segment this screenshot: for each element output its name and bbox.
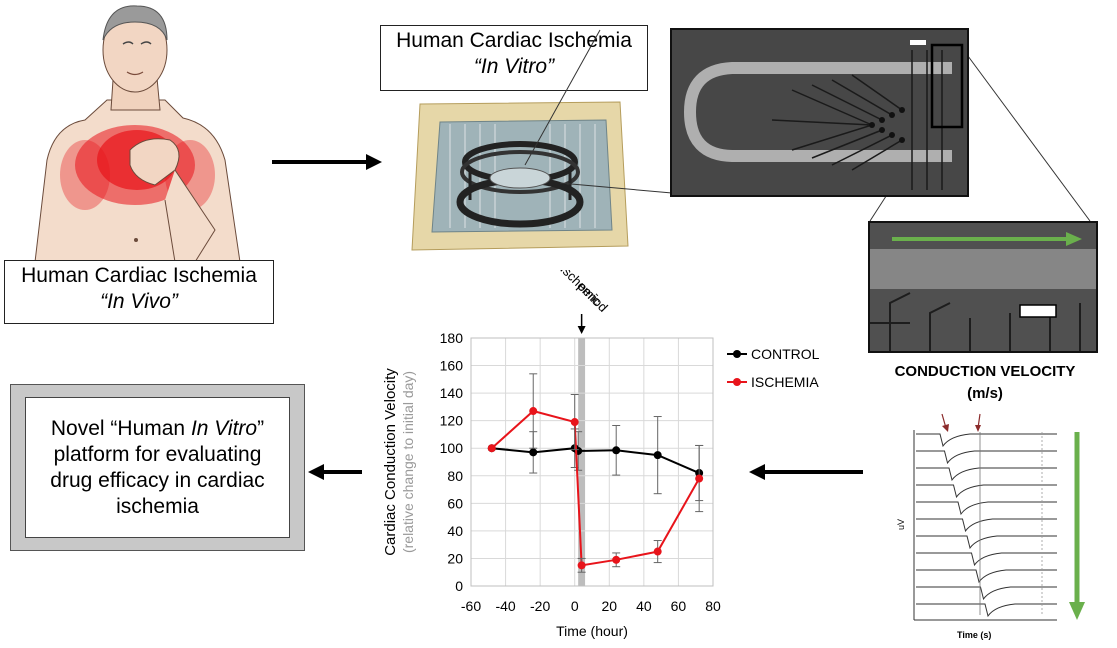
arrow-down-icon <box>941 413 949 432</box>
trace-line <box>916 450 1057 465</box>
arrow-down-icon <box>975 413 981 432</box>
data-point-ischemia <box>570 418 579 427</box>
arrow-right-icon <box>272 154 382 170</box>
annotation-line2: period <box>575 279 611 315</box>
ytick-label: 40 <box>447 523 463 539</box>
in-vitro-subtitle: “In Vitro” <box>473 55 555 78</box>
ytick-label: 120 <box>440 413 464 429</box>
xtick-label: 20 <box>601 598 617 614</box>
trace-ylabel: uV <box>896 519 906 530</box>
ytick-label: 80 <box>447 468 463 484</box>
legend-label-ischemia: ISCHEMIA <box>751 374 819 390</box>
novel-platform-text: Novel “Human In Vitro” platform for eval… <box>25 397 290 538</box>
trace-line <box>916 586 1057 601</box>
legend-marker-ischemia <box>733 378 741 386</box>
legend-label-control: CONTROL <box>751 346 820 362</box>
data-point-ischemia <box>577 561 586 570</box>
novel-platform-box: Novel “Human In Vitro” platform for eval… <box>10 384 305 551</box>
novel-line1-italic: In Vitro <box>190 416 258 440</box>
mea-chip-illustration <box>411 101 629 251</box>
data-point-ischemia <box>653 547 662 556</box>
xtick-label: 0 <box>571 598 579 614</box>
xtick-label: 60 <box>671 598 687 614</box>
trace-line <box>916 552 1057 567</box>
data-point-ischemia <box>612 555 621 564</box>
in-vivo-title: Human Cardiac Ischemia <box>21 264 257 287</box>
electrode-trace-panel: uV Time (s) <box>896 413 1085 640</box>
data-point-ischemia <box>487 444 496 453</box>
ytick-label: 100 <box>440 440 464 456</box>
in-vitro-title: Human Cardiac Ischemia <box>396 29 632 52</box>
conduction-velocity-unit: (m/s) <box>967 385 1003 402</box>
legend-marker-control <box>733 350 741 358</box>
ytick-label: 160 <box>440 358 464 374</box>
novel-line2: platform for evaluating <box>53 442 262 466</box>
data-point-control <box>529 448 538 457</box>
in-vivo-label-box: Human Cardiac Ischemia “In Vivo” <box>4 260 274 324</box>
trace-line <box>916 501 1057 516</box>
trace-line <box>916 484 1057 499</box>
microscopy-image-conduction <box>868 221 1098 353</box>
ytick-label: 0 <box>455 578 463 594</box>
novel-line4: ischemia <box>116 494 199 518</box>
xtick-label: 80 <box>705 598 721 614</box>
annotation-arrow-head <box>577 326 586 334</box>
green-down-arrow-icon <box>1069 432 1085 620</box>
trace-xlabel: Time (s) <box>957 630 991 640</box>
in-vitro-label-box: Human Cardiac Ischemia “In Vitro” <box>380 25 648 91</box>
trace-line <box>916 603 1057 618</box>
trace-line <box>916 433 1057 448</box>
xtick-label: 40 <box>636 598 652 614</box>
in-vivo-subtitle: “In Vivo” <box>100 290 178 313</box>
novel-line1-post: ” <box>257 416 265 440</box>
novel-line1-pre: Novel “Human <box>50 416 191 440</box>
xtick-label: -40 <box>495 598 515 614</box>
conduction-velocity-label: CONDUCTION VELOCITY <box>894 363 1076 380</box>
trace-line <box>916 518 1057 533</box>
human-torso-illustration <box>34 5 241 262</box>
series-line-ischemia <box>491 409 701 567</box>
y-axis-label: Cardiac Conduction Velocity <box>382 368 399 556</box>
xtick-label: -20 <box>530 598 550 614</box>
ytick-label: 20 <box>447 550 463 566</box>
conduction-velocity-title: CONDUCTION VELOCITY (m/s) <box>860 361 1110 405</box>
novel-line3: drug efficacy in cardiac <box>50 468 265 492</box>
arrow-left-icon-2 <box>308 464 362 480</box>
data-point-control <box>653 451 662 460</box>
arrow-left-icon <box>749 464 863 480</box>
trace-line <box>916 467 1057 482</box>
series-line-control <box>491 447 700 474</box>
xtick-label: -60 <box>461 598 481 614</box>
y-axis-sublabel: (relative change to initial day) <box>400 371 416 553</box>
ytick-label: 180 <box>440 330 464 346</box>
ytick-label: 140 <box>440 385 464 401</box>
conduction-velocity-chart: 0 20 40 60 80 100 120 140 160 180 -60 -40 -20 0 20 40 60… <box>382 270 820 639</box>
ischemic-period-band <box>578 338 586 586</box>
ytick-label: 60 <box>447 495 463 511</box>
data-point-ischemia <box>529 407 538 416</box>
data-point-control <box>612 446 621 455</box>
data-point-ischemia <box>695 474 704 483</box>
microscopy-image-electrode-array <box>670 28 969 197</box>
x-axis-label: Time (hour) <box>556 623 628 639</box>
trace-line <box>916 569 1057 584</box>
plot-area-border <box>470 337 714 587</box>
trace-line <box>916 535 1057 550</box>
